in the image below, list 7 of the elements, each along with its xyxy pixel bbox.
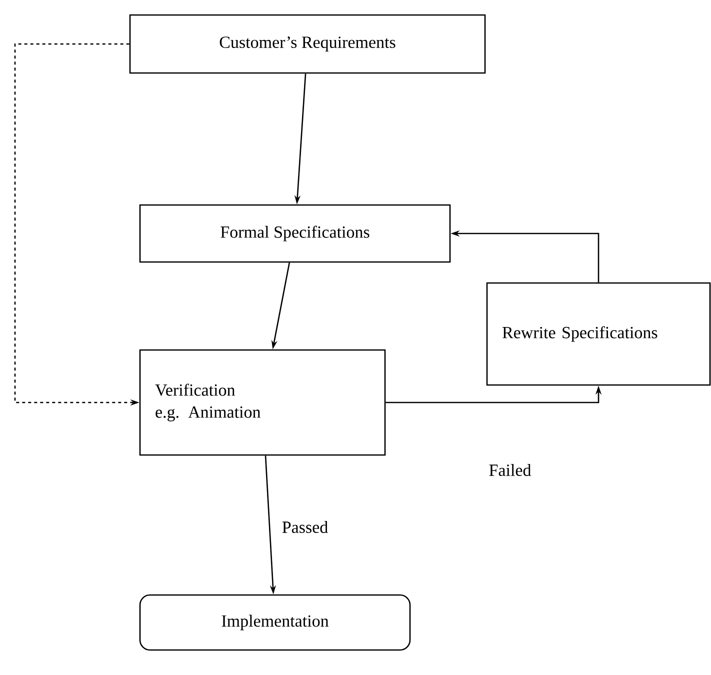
rounded-box: Implementation [139, 594, 411, 651]
edge-label: Failed [486, 462, 534, 478]
process-box: Customer’s Requirements [129, 14, 486, 74]
edge-label: Passed [280, 519, 330, 535]
process-box: Verification e.g. Animation [139, 349, 386, 456]
process-box: Formal Specifications [139, 204, 451, 263]
process-box: Rewrite Specifications [486, 282, 711, 386]
